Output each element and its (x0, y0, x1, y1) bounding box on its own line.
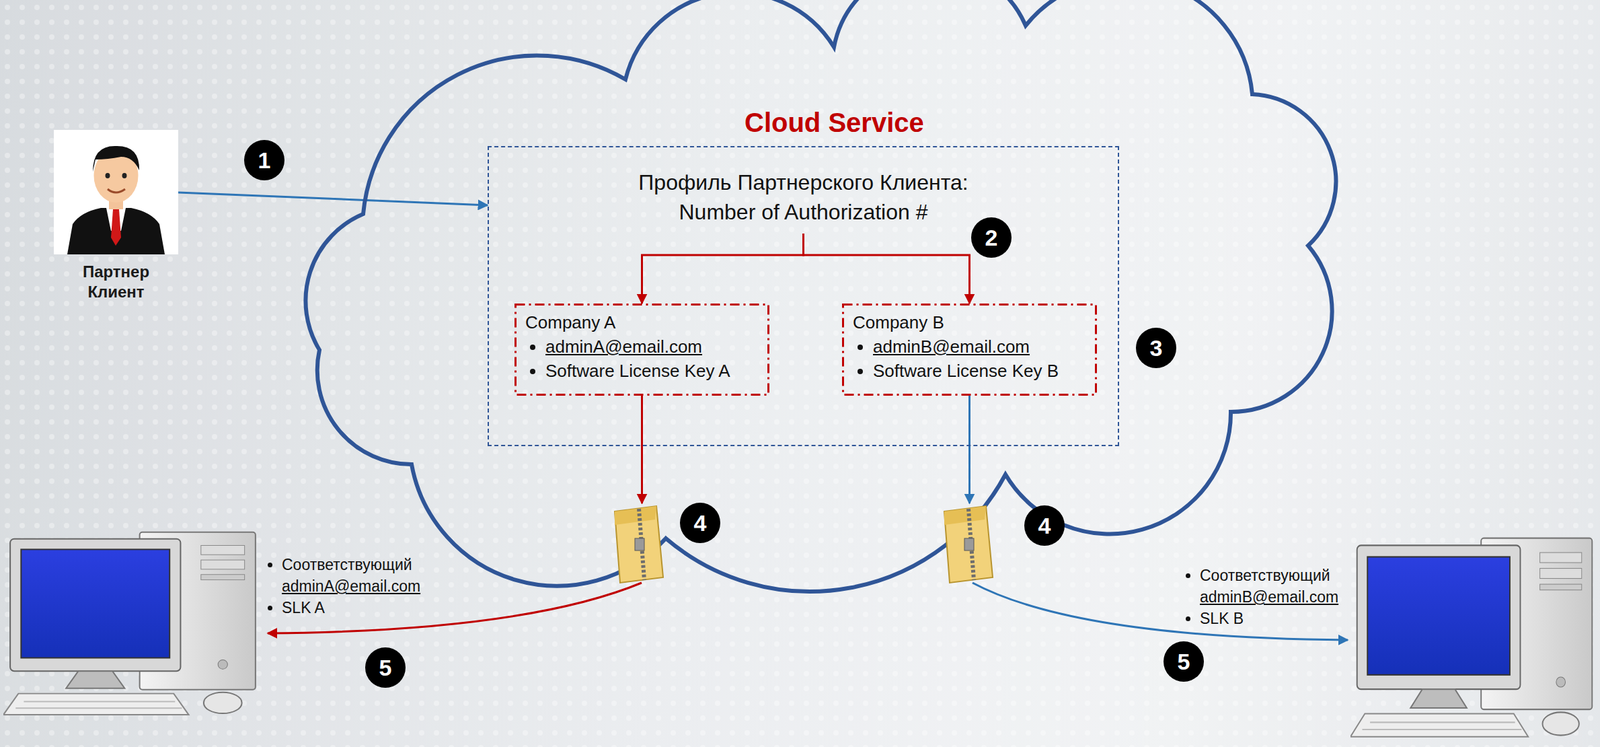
computer-caption: Соответствующий adminA@email.comSLK A (264, 553, 421, 619)
cloud-node: Cloud ServiceПрофиль Партнерского Клиент… (260, 5, 1378, 591)
connector-line (803, 233, 970, 304)
caption-list: Соответствующий adminA@email.comSLK A (264, 553, 421, 619)
outline-rect (843, 304, 1097, 395)
connector-line (968, 395, 971, 504)
connector-line (640, 395, 643, 504)
license-key: Software License Key A (545, 360, 731, 381)
connector-arrow (642, 233, 804, 304)
profile-title: Профиль Партнерского Клиента: Number of … (622, 167, 986, 227)
connector-line (178, 192, 488, 206)
caption-text: Соответствующий (281, 555, 413, 574)
caption-item: SLK B (1199, 607, 1339, 629)
admin-email: adminB@email.com (1199, 587, 1339, 606)
computer-icon (3, 525, 263, 717)
admin-email: adminA@email.com (545, 336, 703, 357)
callout-number: 5 (365, 646, 406, 688)
company-details: adminA@email.comSoftware License Key A (525, 334, 759, 383)
callout-number: 1 (244, 139, 285, 181)
zip-file-icon (614, 505, 664, 583)
callout-number: 4 (679, 502, 721, 543)
detail-item: Software License Key B (872, 358, 1087, 383)
detail-item: Software License Key A (545, 358, 759, 383)
computer-icon (1350, 530, 1599, 740)
caption-item: SLK A (281, 596, 421, 619)
connector-arrow (267, 395, 643, 633)
computer-caption: Соответствующий adminB@email.comSLK B (1182, 564, 1339, 629)
person-label: Партнер Клиент (53, 261, 179, 302)
company-details: adminB@email.comSoftware License Key B (852, 334, 1087, 383)
connector-line (972, 582, 1348, 640)
detail-item: adminB@email.com (872, 334, 1087, 359)
company-node: Company BadminB@email.comSoftware Licens… (842, 303, 1097, 396)
license-short: SLK B (1199, 609, 1244, 627)
callout-number: 2 (971, 217, 1012, 258)
person-node: Партнер Клиент (53, 129, 179, 305)
caption-item: Соответствующий adminB@email.com (1199, 564, 1339, 608)
cloud-title: Cloud Service (744, 106, 866, 139)
connector-arrow (803, 233, 970, 304)
callout-number: 4 (1024, 505, 1065, 546)
company-node: Company AadminA@email.comSoftware Licens… (514, 303, 770, 396)
outline-rect (515, 304, 769, 395)
pcA-node: СоответствующийadminA@email.comSLK A (3, 525, 263, 717)
person-icon (53, 129, 179, 255)
detail-item: adminA@email.com (545, 334, 759, 359)
caption-text: Соответствующий (1199, 566, 1331, 584)
callout-number: 3 (1135, 327, 1177, 368)
admin-email: adminA@email.com (281, 577, 421, 595)
license-key: Software License Key B (872, 360, 1059, 381)
company-name: Company A (525, 310, 759, 335)
profile-heading: Профиль Партнерского Клиента: Number of … (488, 167, 1118, 227)
cloud-outline (260, 5, 1378, 591)
connector-arrow (969, 395, 1349, 640)
license-short: SLK A (281, 598, 325, 617)
pcB-node: СоответствующийadminB@email.comSLK B (1350, 530, 1599, 740)
zip-file-icon (944, 505, 993, 583)
company-name: Company B (852, 310, 1087, 335)
callout-number: 5 (1163, 640, 1204, 682)
connector-arrow (178, 192, 488, 206)
caption-list: Соответствующий adminB@email.comSLK B (1182, 564, 1339, 629)
profile-node: Профиль Партнерского Клиента: Number of … (487, 145, 1120, 446)
caption-item: Соответствующий adminA@email.com (281, 553, 421, 597)
admin-email: adminB@email.com (872, 336, 1030, 357)
connector-line (642, 233, 804, 304)
